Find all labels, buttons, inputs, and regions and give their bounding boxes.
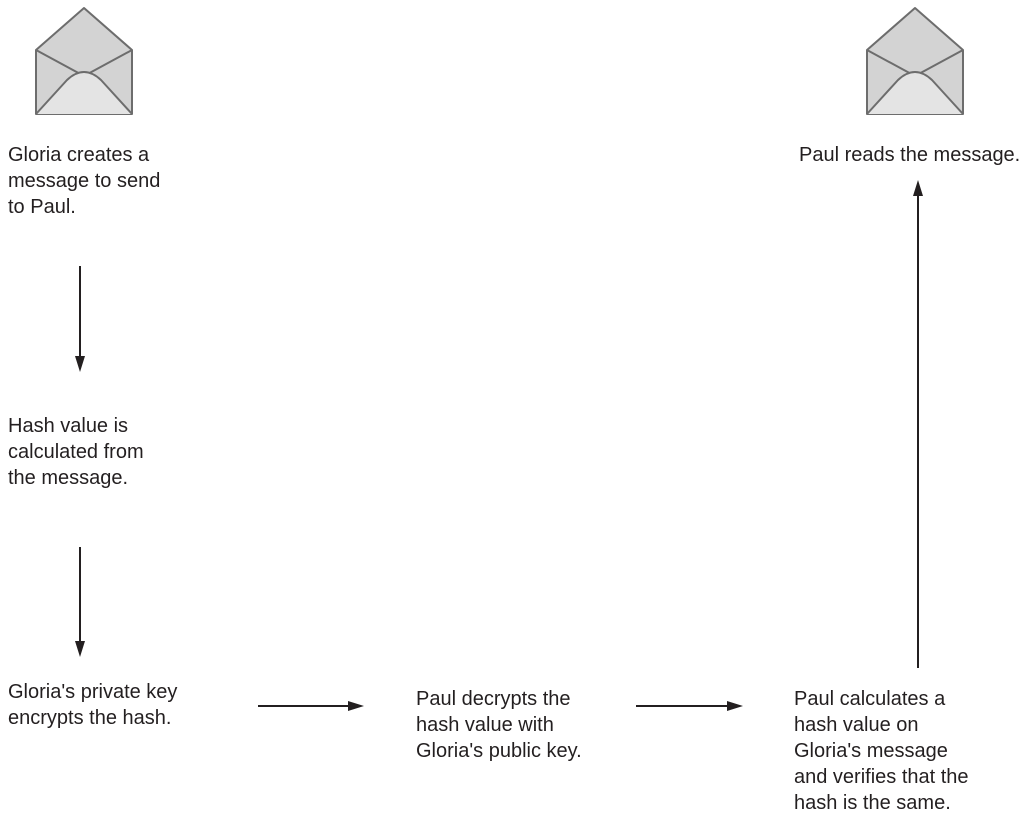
arrow-encrypt-to-decrypt — [258, 701, 364, 711]
step-read-message: Paul reads the message. — [799, 144, 1021, 166]
step-create-message: Gloria creates a message to send to Paul… — [8, 144, 161, 218]
step-decrypt-hash: Paul decrypts the hash value with Gloria… — [416, 688, 582, 762]
step-verify-hash: Paul calculates a hash value on Gloria's… — [794, 688, 969, 814]
step-calculate-hash: Hash value is calculated from the messag… — [8, 415, 144, 489]
step-encrypt-hash: Gloria's private key encrypts the hash. — [8, 681, 178, 729]
arrow-hash-to-encrypt — [75, 547, 85, 657]
arrow-create-to-hash — [75, 266, 85, 372]
receiver-envelope-icon — [866, 7, 964, 115]
arrow-decrypt-to-verify — [636, 701, 743, 711]
arrow-verify-to-read — [913, 180, 923, 668]
sender-envelope-icon — [35, 7, 133, 115]
